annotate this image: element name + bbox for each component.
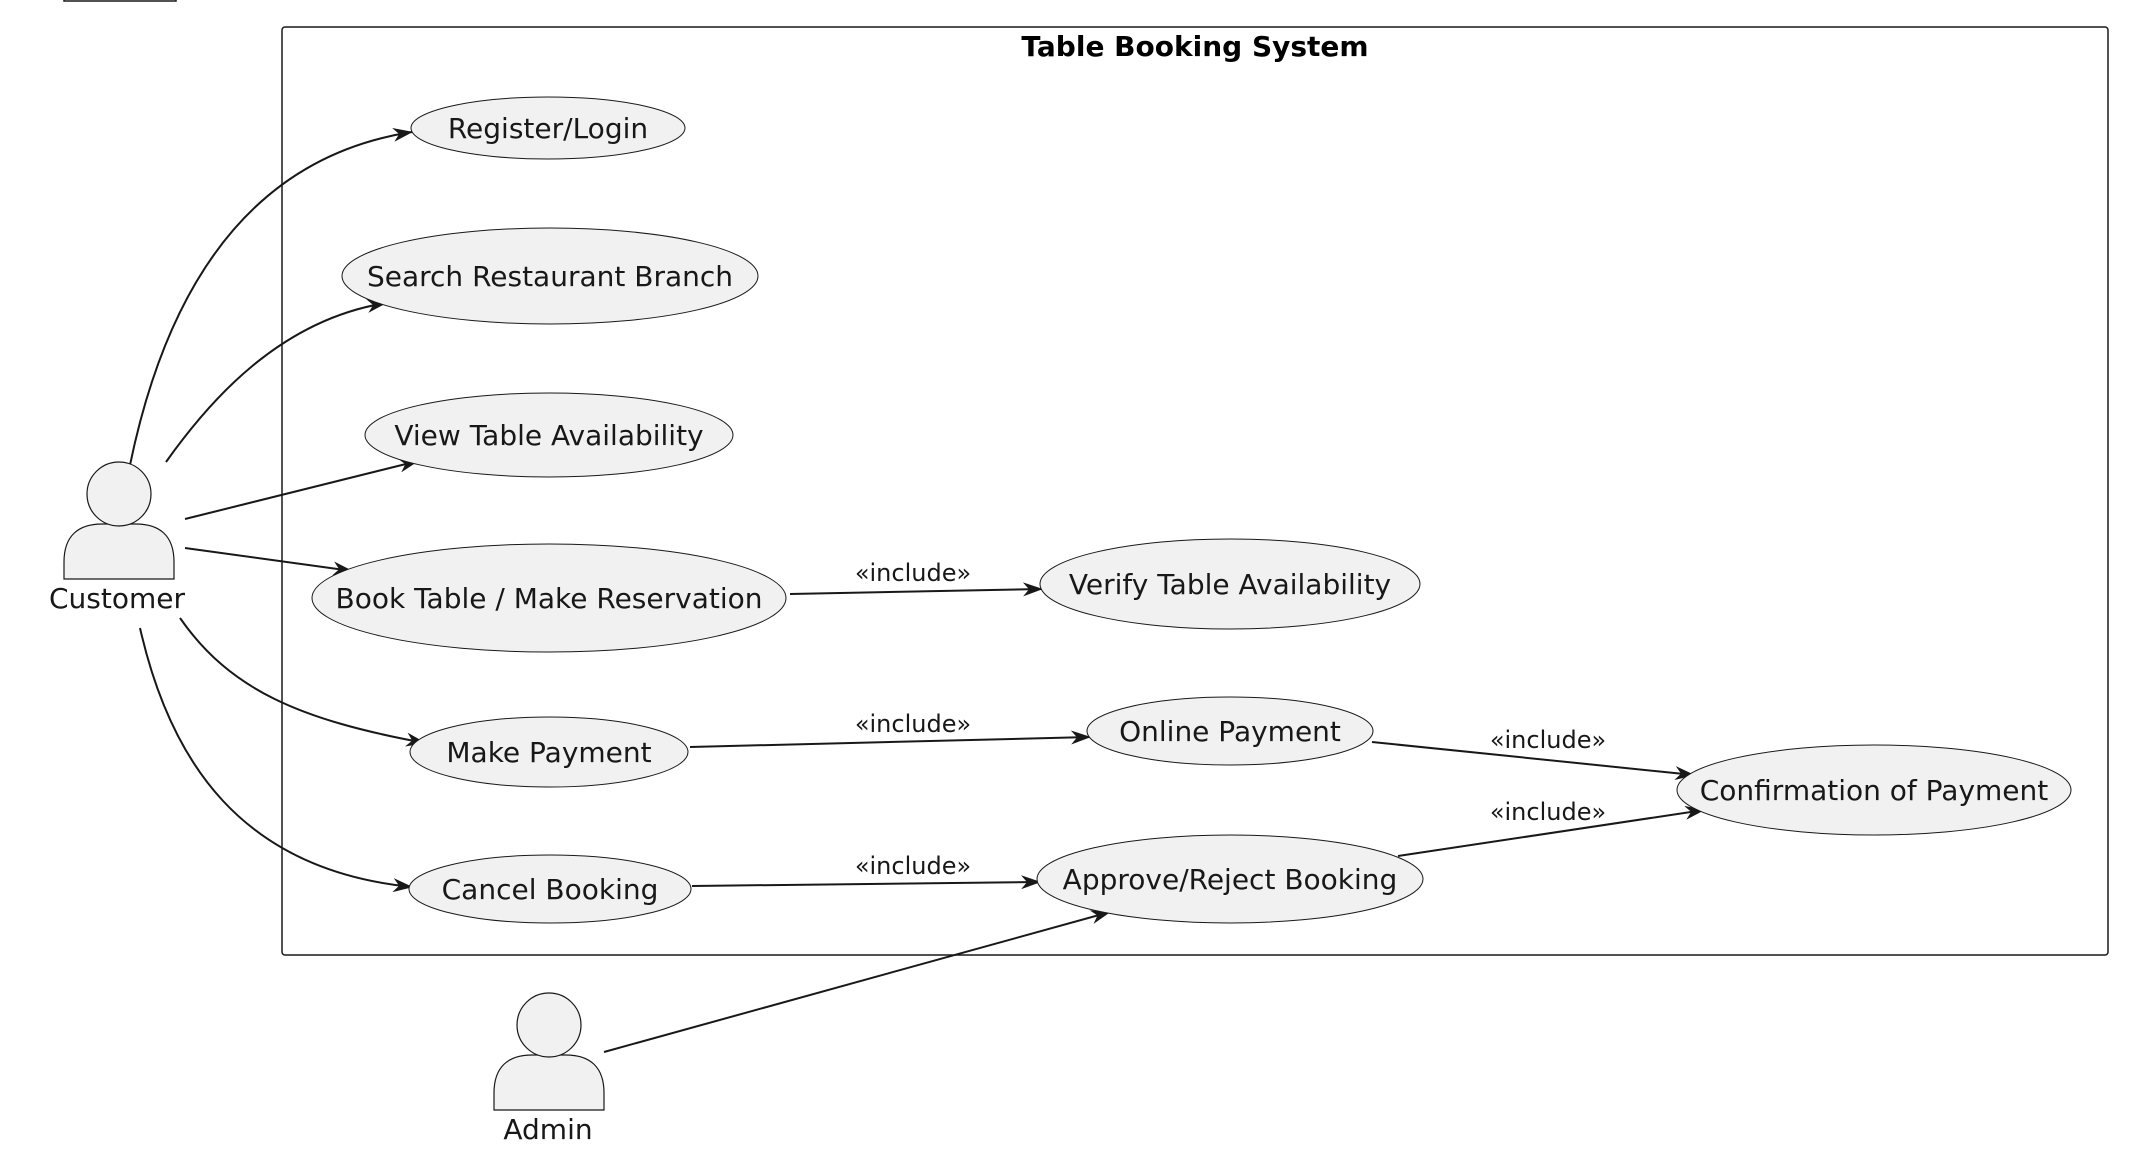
use-case-label: Book Table / Make Reservation [336, 582, 763, 615]
use-case-verify-availability[interactable]: Verify Table Availability [1039, 538, 1421, 630]
use-case-search-branch[interactable]: Search Restaurant Branch [341, 227, 759, 325]
link-admin-approve [603, 910, 1111, 1053]
use-case-label: Approve/Reject Booking [1063, 863, 1398, 896]
include-label-online-confirmation: «include» [1490, 726, 1606, 754]
use-case-label: Online Payment [1119, 715, 1341, 748]
use-case-confirmation-payment[interactable]: Confirmation of Payment [1676, 744, 2072, 836]
person-icon [493, 992, 605, 1111]
actor-customer-label: Customer [49, 582, 185, 615]
person-icon [63, 461, 175, 580]
use-case-approve-reject[interactable]: Approve/Reject Booking [1036, 834, 1424, 924]
link-customer-search [165, 299, 387, 463]
use-case-label: View Table Availability [394, 419, 703, 452]
link-customer-view [184, 458, 419, 520]
use-case-cancel-booking[interactable]: Cancel Booking [408, 854, 692, 924]
link-customer-payment [179, 617, 426, 747]
use-case-label: Make Payment [446, 736, 651, 769]
actor-customer[interactable]: Customer [49, 461, 185, 615]
include-label-payment-online: «include» [855, 710, 971, 738]
use-case-view-availability[interactable]: View Table Availability [364, 392, 734, 478]
use-case-label: Cancel Booking [442, 873, 659, 906]
actor-associations [129, 127, 1111, 1053]
link-customer-cancel [139, 627, 413, 893]
system-title: Table Booking System [1021, 30, 1368, 63]
use-case-make-payment[interactable]: Make Payment [409, 716, 689, 788]
use-case-label: Search Restaurant Branch [367, 260, 733, 293]
link-customer-book [184, 547, 353, 576]
include-label-cancel-approve: «include» [855, 852, 971, 880]
use-case-label: Confirmation of Payment [1700, 774, 2049, 807]
include-book-verify [789, 582, 1043, 597]
actor-admin-label: Admin [503, 1113, 592, 1146]
link-customer-register [129, 127, 413, 466]
include-label-book-verify: «include» [855, 559, 971, 587]
include-cancel-approve [691, 875, 1041, 890]
use-case-online-payment[interactable]: Online Payment [1086, 696, 1374, 766]
top-left-fragment [63, 0, 177, 2]
include-online-confirmation [1371, 741, 1695, 781]
use-case-register-login[interactable]: Register/Login [410, 96, 686, 160]
system-boundary: Table Booking System [281, 26, 2109, 956]
include-relations: «include» «include» «include» «include» … [689, 559, 1705, 890]
include-label-approve-confirmation: «include» [1490, 798, 1606, 826]
include-payment-online [689, 730, 1091, 748]
use-case-label: Verify Table Availability [1069, 568, 1391, 601]
include-approve-confirmation [1397, 805, 1705, 857]
use-case-label: Register/Login [448, 112, 648, 145]
use-case-book-table[interactable]: Book Table / Make Reservation [311, 543, 787, 653]
actor-admin[interactable]: Admin [493, 992, 605, 1146]
